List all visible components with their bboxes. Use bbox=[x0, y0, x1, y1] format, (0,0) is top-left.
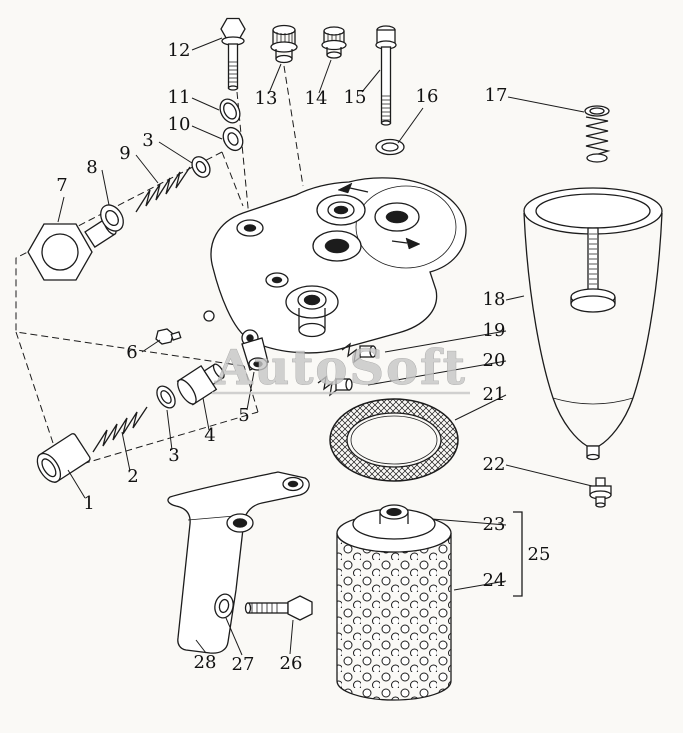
part-13-plug bbox=[270, 24, 298, 64]
callout-3b: 3 bbox=[168, 445, 179, 466]
part-2-spring bbox=[92, 406, 148, 453]
part-1-fitting bbox=[36, 433, 91, 483]
part-27-washer bbox=[214, 593, 234, 619]
callout-10: 10 bbox=[168, 114, 191, 135]
callout-28: 28 bbox=[194, 652, 217, 673]
part-16-washer bbox=[375, 138, 405, 156]
callout-25: 25 bbox=[528, 544, 551, 565]
callout-2: 2 bbox=[127, 466, 138, 487]
callout-27: 27 bbox=[232, 654, 255, 675]
callout-18: 18 bbox=[483, 289, 506, 310]
flow-arrow-right-icon bbox=[391, 237, 421, 250]
part-26-bolt bbox=[244, 595, 313, 621]
part-12-bolt bbox=[220, 17, 246, 91]
part-15-bolt bbox=[375, 25, 397, 126]
part-19-valve bbox=[341, 342, 377, 364]
part-4-valve bbox=[176, 363, 225, 406]
flow-arrow-left-icon bbox=[337, 182, 369, 194]
part-7-plug bbox=[27, 217, 117, 281]
watermark-text: AutoSoft bbox=[214, 340, 467, 396]
callout-8: 8 bbox=[86, 157, 97, 178]
callout-1: 1 bbox=[83, 493, 94, 514]
part-23-element-cap bbox=[352, 504, 436, 540]
callout-5: 5 bbox=[238, 405, 249, 426]
callout-24: 24 bbox=[483, 570, 506, 591]
callout-20: 20 bbox=[483, 350, 506, 371]
callout-9: 9 bbox=[119, 143, 130, 164]
callouts: 12 11 10 3 9 8 7 13 14 15 16 17 18 19 20… bbox=[56, 40, 550, 675]
callout-7: 7 bbox=[56, 175, 67, 196]
part-14-plug bbox=[321, 26, 347, 59]
callout-16: 16 bbox=[416, 86, 439, 107]
part-17-spring bbox=[584, 105, 611, 163]
callout-3a: 3 bbox=[142, 130, 153, 151]
part-3b-washer bbox=[156, 385, 176, 409]
callout-11: 11 bbox=[168, 87, 191, 108]
part-11-washer bbox=[219, 98, 241, 124]
callout-13: 13 bbox=[255, 88, 278, 109]
callout-4: 4 bbox=[204, 425, 215, 446]
callout-23: 23 bbox=[483, 514, 506, 535]
part-3a-washer bbox=[191, 156, 211, 178]
part-28-bracket bbox=[167, 471, 310, 654]
watermark: AutoSoft bbox=[212, 340, 470, 396]
part-6-plug bbox=[155, 328, 182, 345]
callout-17: 17 bbox=[485, 85, 508, 106]
part-8-washer bbox=[100, 204, 124, 232]
callout-12: 12 bbox=[168, 40, 191, 61]
callout-14: 14 bbox=[305, 88, 328, 109]
part-20-valve bbox=[317, 375, 353, 397]
leader-lines bbox=[57, 37, 593, 656]
part-24-filter-element bbox=[336, 513, 452, 701]
callout-19: 19 bbox=[483, 320, 506, 341]
part-9-spring bbox=[135, 166, 191, 213]
part-10-washer bbox=[222, 126, 244, 152]
callout-22: 22 bbox=[483, 454, 506, 475]
part-22-plug bbox=[589, 477, 612, 508]
callout-15: 15 bbox=[344, 87, 367, 108]
part-18-bowl bbox=[523, 187, 663, 461]
callout-6: 6 bbox=[126, 342, 137, 363]
part-filter-head-body bbox=[203, 177, 467, 371]
callout-21: 21 bbox=[483, 384, 506, 405]
construction-dashed-lines bbox=[15, 65, 304, 471]
part-21-gasket bbox=[329, 398, 459, 482]
callout-26: 26 bbox=[280, 653, 303, 674]
group-25-bracket-brace bbox=[513, 511, 523, 597]
